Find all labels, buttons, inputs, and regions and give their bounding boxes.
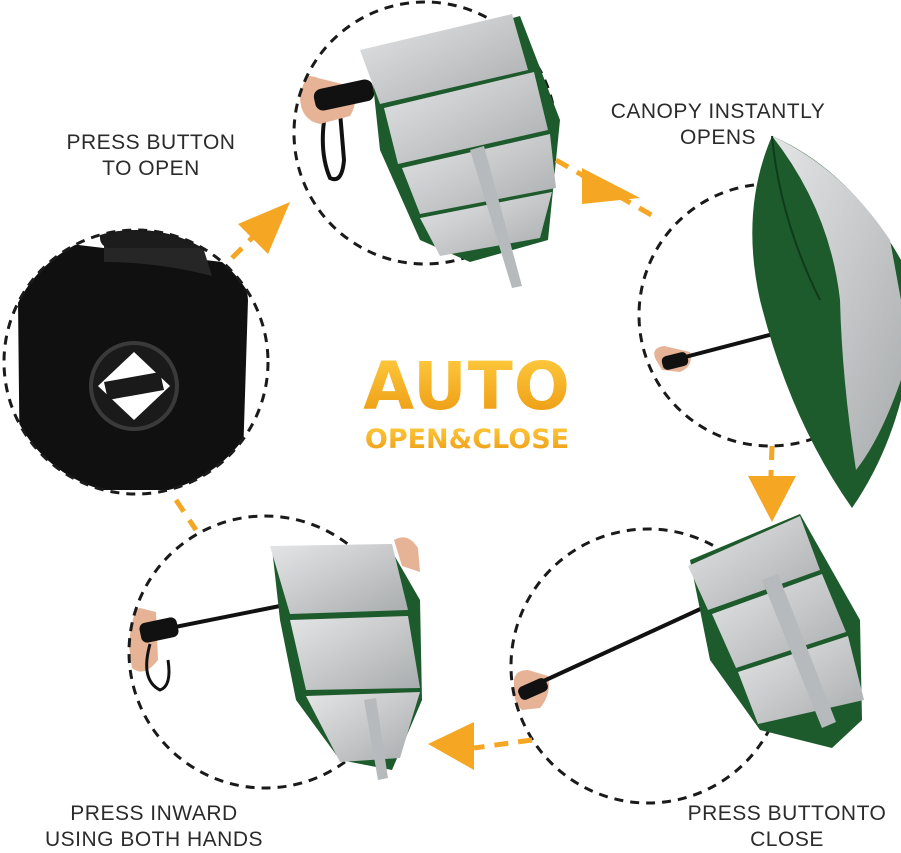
step-handle-closeup bbox=[2, 228, 270, 496]
caption-step-1-line-2: TO OPEN bbox=[102, 157, 200, 180]
title-auto: AUTO bbox=[336, 352, 598, 422]
step-press-close bbox=[509, 514, 864, 805]
step-press-button bbox=[292, 0, 560, 288]
caption-step-2-line-2: OPENS bbox=[679, 126, 757, 149]
arrowhead-to-step-3 bbox=[582, 168, 640, 204]
caption-step-1-line-1: PRESS BUTTON bbox=[66, 131, 236, 154]
caption-step-1: PRESS BUTTON TO OPEN bbox=[56, 130, 246, 182]
open-canopy bbox=[752, 135, 901, 508]
diamond-logo-icon bbox=[98, 352, 170, 420]
caption-step-4-line-2: USING BOTH HANDS bbox=[44, 828, 264, 851]
arrowhead-to-step-2 bbox=[238, 202, 290, 254]
connector-4-5 bbox=[473, 737, 533, 751]
caption-step-2: CANOPY INSTANTLY OPENS bbox=[592, 99, 844, 151]
bursting-canopy bbox=[360, 14, 560, 288]
inward-canopy bbox=[270, 537, 422, 780]
step-press-inward bbox=[127, 514, 422, 790]
caption-step-2-line-1: CANOPY INSTANTLY bbox=[610, 100, 826, 123]
title-open-close: OPEN&CLOSE bbox=[336, 424, 598, 456]
caption-step-3-line-1: PRESS BUTTONTO bbox=[687, 802, 887, 825]
caption-step-4: PRESS INWARD USING BOTH HANDS bbox=[30, 801, 278, 853]
caption-step-3: PRESS BUTTONTO CLOSE bbox=[676, 801, 898, 853]
arrowhead-to-step-5 bbox=[428, 722, 474, 770]
closing-canopy bbox=[688, 514, 864, 748]
connector-5-1 bbox=[173, 498, 199, 532]
caption-step-3-line-2: CLOSE bbox=[750, 828, 824, 851]
caption-step-4-line-1: PRESS INWARD bbox=[70, 802, 238, 825]
step-canopy-open bbox=[637, 135, 901, 508]
arrowhead-to-step-4 bbox=[748, 476, 796, 522]
